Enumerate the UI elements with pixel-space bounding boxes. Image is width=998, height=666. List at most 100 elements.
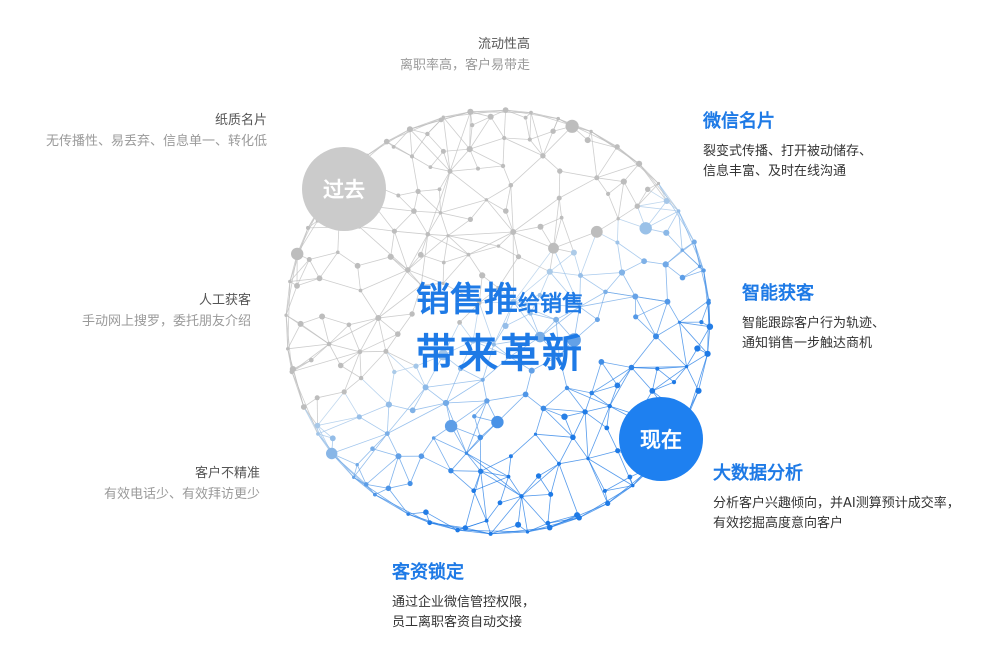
now-item-desc: 分析客户兴趣倾向，并AI测算预计成交率， 有效挖掘高度意向客户 [713,496,960,531]
network-node [341,389,347,395]
network-node [548,491,554,497]
network-node [534,331,546,343]
network-link [559,170,597,179]
network-link [443,235,449,263]
past-badge: 过去 [302,147,386,231]
network-link [509,356,532,371]
network-link [365,455,399,485]
network-link [287,343,330,350]
network-node [614,144,620,150]
network-node [604,425,610,431]
network-link [686,353,708,367]
network-node [484,518,489,523]
network-node [615,448,621,454]
network-node [306,225,310,230]
network-link [510,433,536,457]
network-link [579,275,581,307]
network-link [443,254,469,263]
network-link [513,231,554,249]
network-link [525,394,544,409]
now-item-desc: 裂变式传播、打开被动储存、 信息丰富、及时在线沟通 [703,144,873,179]
network-link [386,116,444,142]
network-link [473,476,509,492]
network-link [502,165,512,186]
network-link [445,368,461,404]
network-node [444,419,458,433]
network-node [528,311,533,316]
network-link [394,230,428,235]
network-link [529,112,532,140]
network-link [468,254,483,276]
network-link [425,387,447,404]
network-link [328,317,379,345]
network-node [594,175,600,181]
network-node [548,242,559,254]
network-node [586,456,590,461]
network-link [580,231,598,276]
network-link [490,116,505,139]
network-node [570,249,577,256]
network-node [649,388,656,394]
network-node [470,123,475,128]
network-node [557,461,561,466]
network-link [412,402,447,411]
network-link [657,368,675,383]
network-link [427,133,444,152]
network-link [617,242,645,262]
network-node [411,208,417,214]
network-node [479,272,486,279]
network-node [631,483,635,488]
now-item-lead-lock: 客资锁定 通过企业微信管控权限， 员工离职客资自动交接 [392,561,535,633]
network-link [502,137,505,166]
now-item-big-data: 大数据分析 分析客户兴趣倾向，并AI测算预计成交率， 有效挖掘高度意向客户 [713,462,960,534]
network-node [356,414,362,420]
network-node [396,193,401,198]
network-link [387,402,447,434]
network-node [391,228,397,234]
network-link [482,344,495,380]
network-link [527,522,549,533]
network-link [466,452,482,472]
network-link [553,198,560,249]
network-link [413,210,429,235]
network-node [441,115,445,119]
network-link [359,333,398,353]
network-node [487,113,494,120]
network-link [617,367,632,386]
network-node [472,414,477,419]
network-link [682,270,704,278]
network-link [374,494,409,515]
network-link [604,476,631,492]
network-link [530,294,541,314]
network-link [549,252,575,273]
network-link [356,464,367,485]
network-link [558,463,580,518]
network-link [366,484,389,489]
network-link [508,456,512,477]
network-link [450,470,474,492]
network-node [291,247,304,261]
network-node [537,223,544,230]
network-link [678,210,695,243]
network-link [490,496,522,535]
network-link [317,391,345,426]
network-node [607,403,612,409]
network-link [550,463,560,495]
network-link [443,109,506,118]
network-link [411,156,431,168]
network-link [329,343,360,353]
network-link [478,275,483,303]
network-link [430,166,451,172]
network-link [386,387,426,434]
network-link [631,336,657,368]
network-link [525,370,533,395]
network-link [372,433,388,449]
headline-line2: 带来革新 [416,331,584,377]
network-link [385,333,399,352]
network-link [407,234,429,271]
network-node [428,165,433,170]
network-link [572,411,586,438]
network-link [605,272,623,293]
network-link [497,287,514,303]
